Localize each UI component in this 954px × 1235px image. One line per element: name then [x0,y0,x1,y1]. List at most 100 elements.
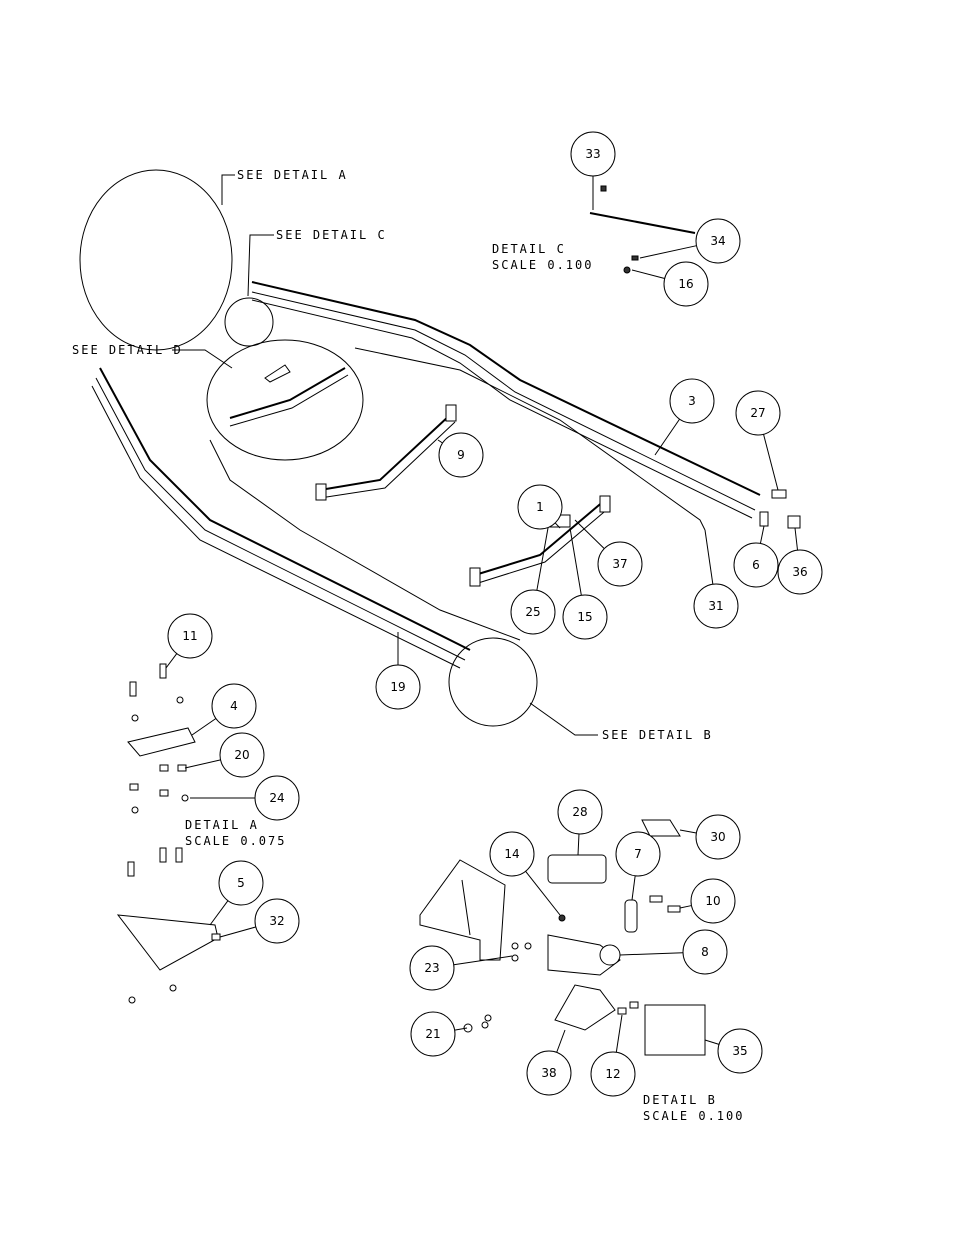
part-6 [759,511,769,527]
balloon-28: 28 [557,789,603,856]
balloon-15: 15 [562,527,608,640]
balloon-leader [704,1039,720,1045]
balloon-leader [219,926,256,938]
balloon-leader [574,519,605,549]
balloon-circle [254,898,300,944]
balloon-number: 25 [525,605,540,619]
balloon-circle [597,541,643,587]
balloon-circle [254,775,300,821]
balloon-number: 3 [688,394,696,408]
balloon-circle [695,814,741,860]
detail-c-leader [247,234,274,297]
part-30 [641,819,681,837]
plate-5 [116,914,219,971]
balloon-circle [219,732,265,778]
balloon-number: 1 [536,500,544,514]
balloon-36: 36 [777,527,823,595]
balloon-leader [763,434,779,491]
balloon-1: 1 [517,484,563,530]
balloon-circle [570,131,616,177]
balloon-leader [615,1014,623,1053]
cross-member-detail-d [229,364,349,427]
balloon-leader [794,527,799,551]
balloon-34: 34 [639,218,741,264]
balloon-circle [682,929,728,975]
balloon-number: 6 [752,558,760,572]
balloon-14: 14 [489,831,561,916]
balloon-circle [615,831,661,877]
part-36 [787,515,801,529]
balloon-33: 33 [570,131,616,210]
part-7 [624,899,638,933]
balloon-circle [663,261,709,307]
balloon-number: 7 [634,847,642,861]
balloon-number: 35 [732,1044,747,1058]
detail-d-leader [172,349,233,369]
balloon-5: 5 [209,860,264,926]
balloon-circle [693,583,739,629]
cable-lower [209,439,521,641]
part-35 [644,1004,706,1056]
balloon-8: 8 [619,929,728,975]
balloon-circle [438,432,484,478]
balloon-leader [569,527,582,596]
balloon-37: 37 [574,519,643,587]
balloon-leader [654,418,680,456]
balloon-leader [209,900,229,926]
balloon-20: 20 [184,732,265,778]
balloon-19: 19 [375,632,421,710]
balloon-11: 11 [165,613,213,669]
cross-member-1 [469,495,611,587]
balloon-32: 32 [219,898,300,944]
balloon-number: 36 [792,565,807,579]
balloon-4: 4 [191,683,257,736]
balloon-leader [577,833,580,856]
part-14 [558,914,566,922]
balloon-leader [759,525,765,544]
balloon-leader [454,1027,468,1031]
balloon-30: 30 [679,814,741,860]
balloon-leader [437,439,443,444]
rail-end-section [419,859,506,961]
balloon-38: 38 [526,1029,572,1096]
balloon-9: 9 [437,432,484,478]
balloon-number: 9 [457,448,465,462]
bracket-8 [547,934,621,976]
balloon-31: 31 [693,529,739,629]
balloon-number: 28 [572,805,587,819]
balloon-circle [211,683,257,729]
balloon-leader [536,527,549,591]
left-side-rail [91,367,471,669]
part-33-small [600,185,607,192]
balloon-leader [679,829,697,834]
balloon-number: 14 [504,847,519,861]
balloon-number: 11 [182,629,197,643]
hardware-a [127,663,221,1004]
balloon-circle [562,594,608,640]
balloon-number: 30 [710,830,725,844]
balloon-number: 15 [577,610,592,624]
balloon-6: 6 [733,525,779,588]
balloon-7: 7 [615,831,661,901]
balloon-leader [631,269,665,279]
balloon-circle [590,1051,636,1097]
balloon-leader [554,522,561,529]
detail-c-circle [224,297,274,347]
detail-b-circle [448,637,538,727]
balloon-circle [489,831,535,877]
balloon-leader [165,653,178,669]
balloon-leader [453,955,513,966]
right-side-rail [251,281,761,519]
balloon-number: 8 [701,945,709,959]
balloon-circle [410,1011,456,1057]
balloon-leader [619,952,684,956]
balloon-21: 21 [410,1011,468,1057]
balloon-23: 23 [409,945,513,991]
balloon-3: 3 [654,378,715,456]
balloon-circle [167,613,213,659]
balloon-number: 32 [269,914,284,928]
balloon-number: 5 [237,876,245,890]
balloon-number: 12 [605,1067,620,1081]
